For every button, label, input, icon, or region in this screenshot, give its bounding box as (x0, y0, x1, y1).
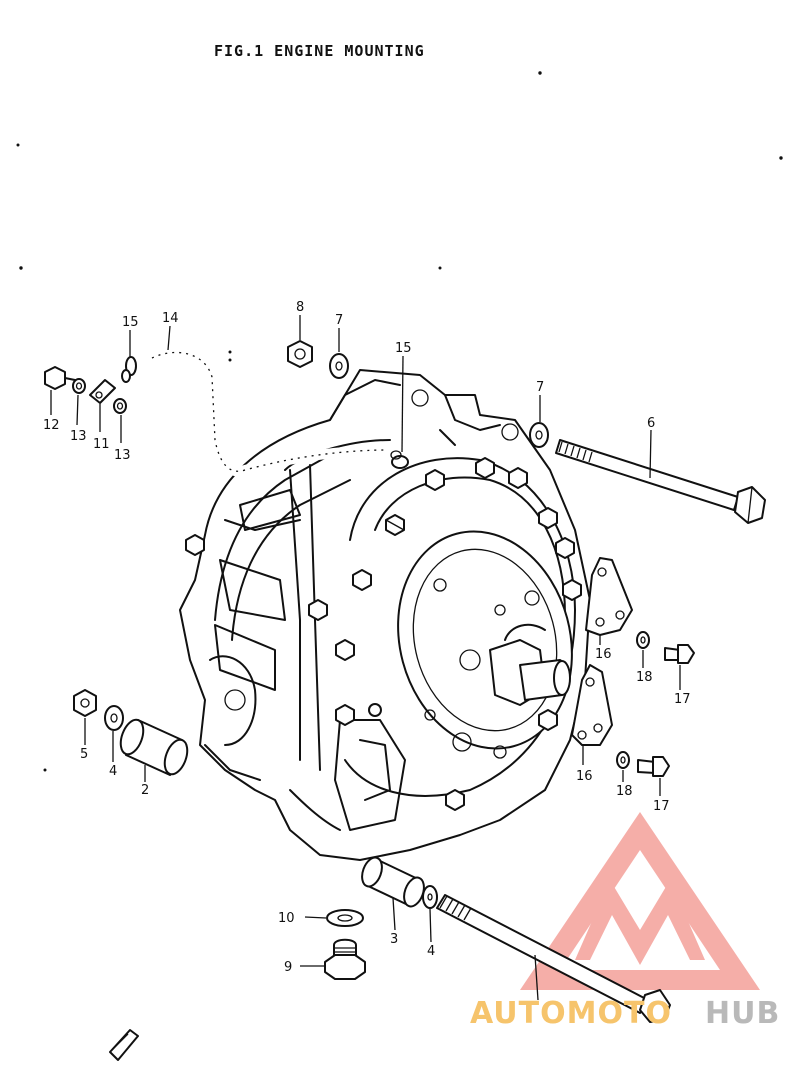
callout-16-bracket-lower: 16 (576, 769, 593, 784)
callout-4-washer-left: 4 (109, 764, 117, 779)
washer-4-left (104, 705, 124, 731)
callout-labels: 15 14 8 7 15 12 13 11 13 7 6 16 18 17 5 … (43, 300, 691, 975)
callout-17-bolt-upper: 17 (674, 692, 691, 707)
leader-lines (50, 315, 681, 1001)
bolt-17-lower (637, 756, 670, 777)
watermark-logo-icon (520, 812, 760, 990)
watermark-text: AUTOMOTO HUB (470, 996, 780, 1031)
callout-7-washer-right: 7 (536, 380, 544, 395)
callout-13-washer: 13 (70, 429, 87, 444)
engine-crankcase (179, 369, 591, 861)
callout-9-plug: 9 (284, 960, 292, 975)
callout-11-union: 11 (93, 437, 110, 452)
spacer-3 (361, 856, 425, 908)
callout-15-clip-right: 15 (395, 341, 412, 356)
figure-title: FIG.1 ENGINE MOUNTING (214, 42, 425, 60)
callout-14-hose: 14 (162, 311, 179, 326)
callout-17-bolt-lower: 17 (653, 799, 670, 814)
callout-5-nut: 5 (80, 747, 88, 762)
callout-6-bolt: 6 (647, 416, 655, 431)
corner-mark-icon (109, 1029, 139, 1061)
callout-7-washer-top: 7 (335, 313, 343, 328)
watermark-text-hub: HUB (705, 996, 780, 1031)
callout-15-hose-clip: 15 (122, 315, 139, 330)
callout-13-washer-b: 13 (114, 448, 131, 463)
callout-2-spacer: 2 (141, 783, 149, 798)
callout-4-washer-bottom: 4 (427, 944, 435, 959)
washer-18-upper (636, 631, 650, 649)
callout-10-washer: 10 (278, 911, 295, 926)
washer-4-bottom (422, 885, 438, 909)
washer-7-right (529, 422, 549, 448)
drain-plug-9 (324, 938, 366, 980)
engine-bracket-16-lower (571, 664, 613, 746)
washer-7-top (329, 353, 349, 379)
engine-bracket-16-upper (585, 557, 633, 636)
scan-speckles (16, 71, 783, 772)
housing-bolts (185, 457, 582, 811)
callout-18-washer-upper: 18 (636, 670, 653, 685)
mounting-bolt-bottom (436, 894, 671, 1023)
breather-hose (145, 346, 395, 477)
spacer-2 (119, 718, 189, 776)
callout-16-bracket-upper: 16 (595, 647, 612, 662)
callout-8-nut: 8 (296, 300, 304, 315)
hose-fittings (44, 366, 127, 414)
washer-10 (326, 909, 364, 927)
bolt-17-upper (664, 644, 695, 664)
callout-12-fitting: 12 (43, 418, 60, 433)
callout-3-spacer: 3 (390, 932, 398, 947)
watermark-text-automoto: AUTOMOTO (470, 996, 672, 1031)
callout-18-washer-lower: 18 (616, 784, 633, 799)
nut-8 (287, 340, 313, 368)
nut-5 (73, 689, 97, 717)
washer-18-lower (616, 751, 630, 769)
mounting-bolt-6 (555, 439, 766, 524)
hose-clip-15 (121, 356, 409, 469)
